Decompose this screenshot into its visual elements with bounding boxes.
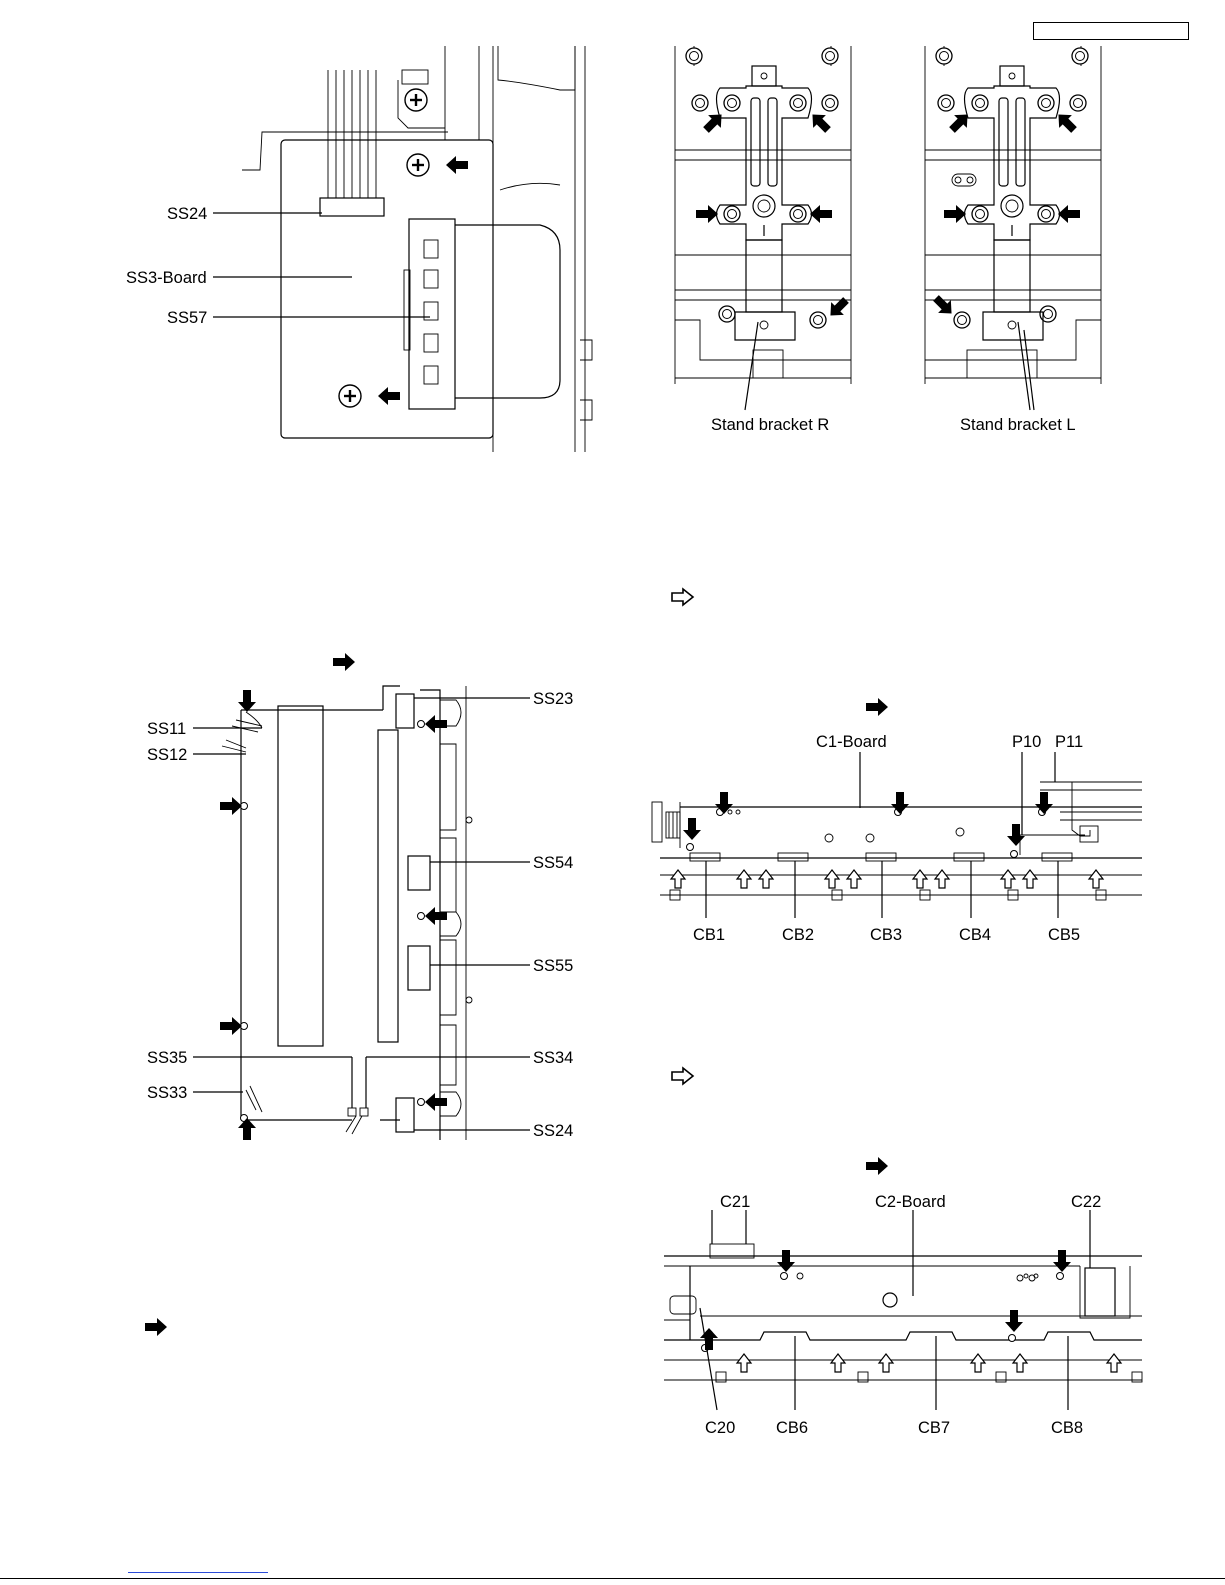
solid-arrow-icon [866,698,888,716]
label-cb3: CB3 [870,926,902,944]
stand-bracket-r-diagram: Stand bracket R [675,46,852,434]
label-stand-bracket-r: Stand bracket R [711,416,829,434]
stand-bracket-l-diagram: Stand bracket L [925,46,1101,434]
label-ss23: SS23 [533,690,573,708]
ss3-board-diagram: SS24 SS3-Board SS57 [126,46,592,452]
c1-board-diagram: C1-Board P10 P11 CB1 CB2 CB3 CB4 CB5 [652,589,1142,944]
label-c2-board: C2-Board [875,1193,946,1211]
flex-ribbon-ss24 [320,70,384,216]
label-ss11: SS11 [147,720,186,738]
label-c20: C20 [705,1419,735,1437]
c2-board-diagram: C21 C2-Board C22 C20 CB6 CB7 CB8 [664,1068,1142,1437]
label-ss12: SS12 [147,746,187,764]
label-cb4: CB4 [959,926,991,944]
label-ss3-ss57: SS57 [167,309,207,327]
label-cb1: CB1 [693,926,725,944]
label-c1-board: C1-Board [816,733,887,751]
outline-arrow-icon [672,1068,693,1084]
label-ss3-board: SS3-Board [126,269,207,287]
label-cb2: CB2 [782,926,814,944]
label-cb7: CB7 [918,1419,950,1437]
ss-board-diagram: SS11 SS12 SS23 SS54 SS55 SS35 SS34 SS33 … [147,653,573,1140]
label-ss54: SS54 [533,854,573,872]
label-ss35: SS35 [147,1049,187,1067]
label-ss55: SS55 [533,957,573,975]
footer-link-underline[interactable] [128,1572,268,1573]
solid-arrow-icon [145,1318,167,1336]
label-p10: P10 [1012,733,1041,751]
solid-arrow-icon [333,653,355,671]
footer-rule [0,1578,1225,1579]
solid-arrow-icon [866,1157,888,1175]
label-c21: C21 [720,1193,750,1211]
label-p11: P11 [1055,733,1083,751]
label-cb8: CB8 [1051,1419,1083,1437]
label-cb6: CB6 [776,1419,808,1437]
label-stand-bracket-l: Stand bracket L [960,416,1076,434]
label-ss34: SS34 [533,1049,573,1067]
label-ss33: SS33 [147,1084,187,1102]
outline-arrow-icon [672,589,693,605]
label-ss3-ss24: SS24 [167,205,207,223]
label-cb5: CB5 [1048,926,1080,944]
label-ss24: SS24 [533,1122,573,1140]
label-c22: C22 [1071,1193,1101,1211]
